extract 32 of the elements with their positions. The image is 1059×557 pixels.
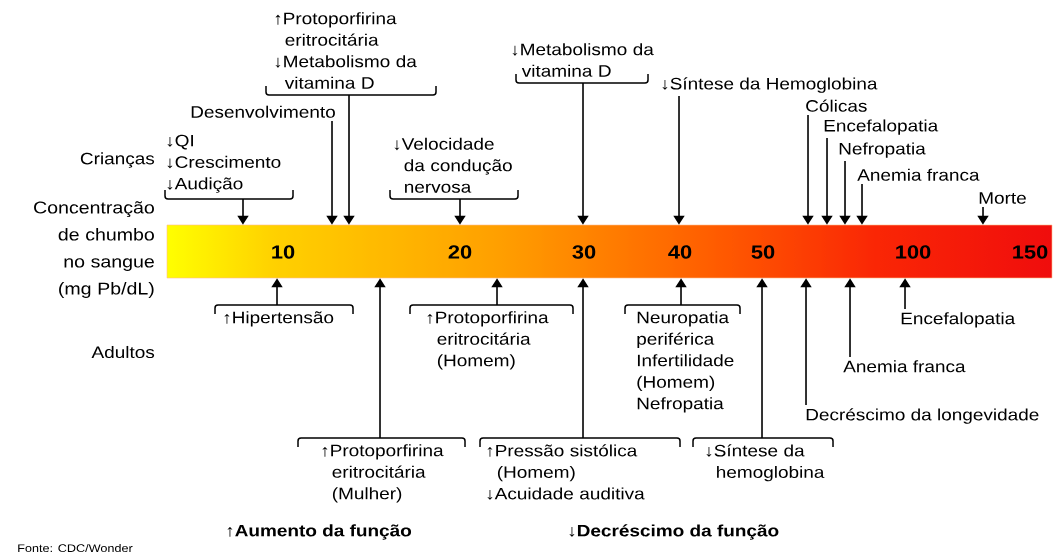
effect-text: Anemia franca bbox=[843, 360, 966, 373]
effect-text: Anemia franca bbox=[857, 168, 980, 181]
effect-text: ↑Pressão sistólica (Homem) ↓Acuidade auditiva bbox=[487, 444, 645, 500]
row-label: Crianças bbox=[80, 152, 155, 168]
source-note: Fonte: CDC/Wonder bbox=[18, 543, 133, 553]
effect-text: Decréscimo da longevidade bbox=[806, 408, 1039, 424]
key-text: ↓Decréscimo da função bbox=[569, 524, 779, 540]
effect-text: ↓QI ↓Crescimento ↓Audição bbox=[167, 134, 281, 193]
scale-number: 50 bbox=[751, 245, 775, 259]
effect-text: ↓Velocidade da condução nervosa bbox=[394, 137, 512, 193]
effect-text: Desenvolvimento bbox=[191, 105, 335, 118]
effect-text: Cólicas bbox=[806, 99, 867, 112]
effect-text: Encefalopatia bbox=[901, 312, 1016, 328]
scale-number: 20 bbox=[448, 245, 472, 259]
effect-text: Neuropatia periférica Infertilidade (Homem) Nefropatia bbox=[637, 311, 734, 413]
effect-text: Nefropatia bbox=[839, 142, 926, 158]
effect-text: ↓Síntese da Hemoglobina bbox=[662, 77, 878, 93]
effect-text: ↓Metabolismo da vitamina D bbox=[512, 43, 654, 77]
effect-text: Morte bbox=[979, 192, 1026, 204]
scale-number: 150 bbox=[1013, 245, 1048, 259]
scale-number: 10 bbox=[272, 245, 295, 259]
effect-text: ↑Protoporfirina eritrocitária (Mulher) bbox=[322, 444, 444, 503]
effect-text: Encefalopatia bbox=[824, 119, 939, 135]
effect-text: ↑Hipertensão bbox=[224, 311, 334, 327]
effect-text: ↑Protoporfirina eritrocitária ↓Metabolismo da vitamina D bbox=[275, 12, 417, 89]
effect-text: ↓Síntese da hemoglobina bbox=[706, 444, 825, 482]
key-text: ↑Aumento da função bbox=[227, 524, 412, 540]
row-label: Adultos bbox=[91, 345, 155, 359]
effect-text: ↑Protoporfirina eritrocitária (Homem) bbox=[427, 311, 549, 370]
scale-number: 100 bbox=[896, 245, 931, 259]
scale-number: 30 bbox=[572, 245, 596, 259]
scale-number: 40 bbox=[668, 245, 692, 259]
